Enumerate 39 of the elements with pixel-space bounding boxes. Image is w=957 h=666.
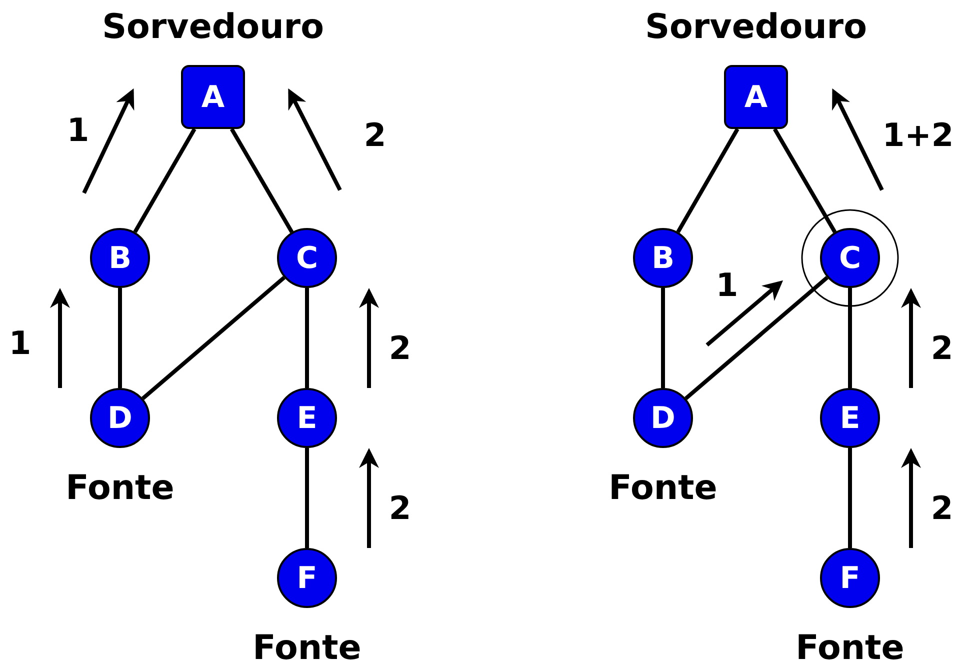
link-line	[133, 128, 196, 234]
node-circle: C	[820, 228, 880, 288]
node-caption: Fonte	[66, 471, 174, 505]
link-line	[305, 448, 309, 548]
link-line	[848, 288, 852, 388]
flow-label: 2	[930, 332, 954, 364]
node-caption: Fonte	[796, 631, 904, 665]
link-line	[848, 448, 852, 548]
link-line	[230, 128, 294, 234]
link-line	[142, 276, 286, 400]
node-caption: Fonte	[252, 631, 362, 665]
node-square: A	[724, 65, 788, 129]
node-circle: F	[277, 548, 337, 608]
node-circle: D	[90, 388, 150, 448]
link-line	[661, 288, 665, 388]
node-circle: B	[633, 228, 693, 288]
node-caption: Sorvedouro	[102, 10, 324, 44]
flow-label: 1+2	[882, 119, 954, 151]
flow-label: 1	[8, 327, 32, 359]
flow-label: 1	[66, 114, 90, 146]
node-circle: C	[277, 228, 337, 288]
flow-label: 2	[930, 492, 954, 524]
node-circle: D	[633, 388, 693, 448]
node-circle: B	[90, 228, 150, 288]
node-circle: E	[820, 388, 880, 448]
flow-label: 2	[388, 332, 412, 364]
link-line	[676, 128, 740, 234]
node-square: A	[181, 65, 245, 129]
node-caption: Fonte	[608, 471, 718, 505]
flow-label: 2	[364, 119, 386, 151]
flow-label: 2	[388, 492, 412, 524]
link-line	[305, 288, 309, 388]
node-circle: F	[820, 548, 880, 608]
link-line	[118, 288, 122, 388]
node-caption: Sorvedouro	[645, 10, 867, 44]
flow-label: 1	[716, 269, 738, 301]
node-circle: E	[277, 388, 337, 448]
link-line	[772, 128, 837, 234]
link-line	[684, 276, 828, 400]
